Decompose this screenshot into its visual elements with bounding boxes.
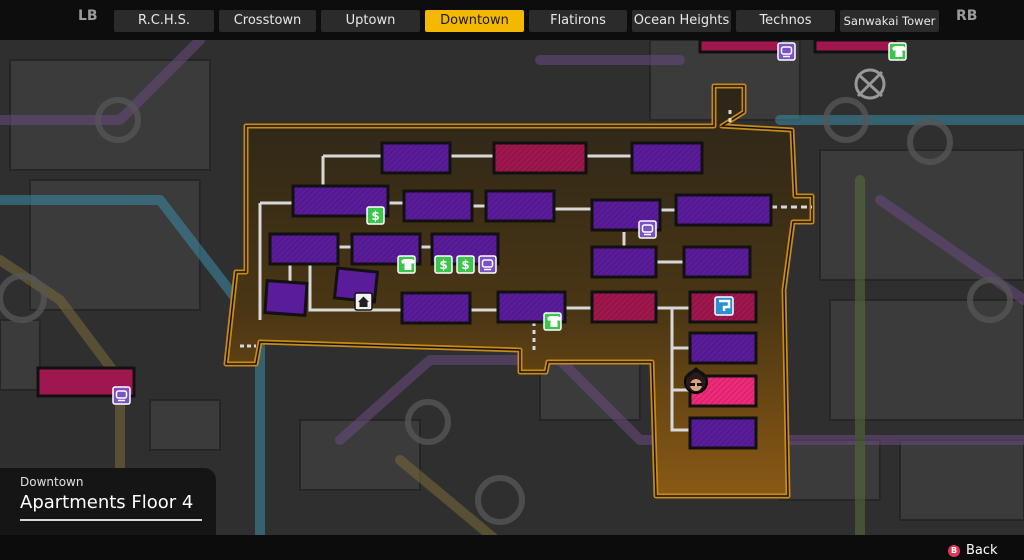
room-purple[interactable] [380,141,452,175]
room-purple[interactable] [674,193,773,227]
rb-shoulder-hint[interactable]: RB [956,8,978,24]
location-name: Apartments Floor 4 [20,492,194,513]
room-purple[interactable] [268,232,340,266]
room-purple[interactable] [402,189,474,223]
tab-downtown[interactable]: Downtown [425,10,524,32]
room-purple[interactable] [682,245,752,279]
svg-text:$: $ [439,258,447,272]
tab-flatirons[interactable]: Flatirons [529,10,627,32]
vending-icon[interactable] [777,42,796,61]
tab-ocean-heights[interactable]: Ocean Heights [632,10,731,32]
vending-icon[interactable] [638,220,657,239]
location-panel [0,468,216,535]
floor-outline-inner [225,85,813,497]
gang-emblem-icon [854,68,886,100]
vending-icon[interactable] [112,386,131,405]
room-purple[interactable] [484,189,556,223]
room-purple[interactable] [688,416,758,450]
bottom-hint-bar [0,535,1024,560]
room-purple[interactable] [400,291,472,325]
room-purple[interactable] [590,245,658,279]
svg-text:$: $ [461,258,469,272]
shirt-shop-icon[interactable] [543,312,562,331]
shirt-shop-icon[interactable] [888,42,907,61]
corridors [240,110,812,432]
tab-technos[interactable]: Technos [736,10,835,32]
save-icon[interactable] [714,296,734,316]
player-avatar-icon [684,367,708,394]
svg-text:$: $ [371,209,379,223]
location-area: Downtown [20,475,84,489]
room-magenta[interactable] [492,141,588,175]
b-button-icon: B [948,545,960,557]
tab-sanwakai-tower[interactable]: Sanwakai Tower [840,10,939,32]
dollar-shop-icon[interactable]: $ [456,255,475,274]
lb-shoulder-hint[interactable]: LB [78,8,98,24]
tab-uptown[interactable]: Uptown [321,10,420,32]
home-icon[interactable] [354,292,373,311]
tab-crosstown[interactable]: Crosstown [219,10,316,32]
room-purple[interactable] [630,141,704,175]
room-purple[interactable] [263,279,309,317]
room-purple[interactable] [688,331,758,365]
location-underline [20,519,202,521]
back-button[interactable]: Back [966,543,998,558]
tab-rchs[interactable]: R.C.H.S. [114,10,214,32]
dollar-shop-icon[interactable]: $ [434,255,453,274]
dollar-shop-icon[interactable]: $ [366,206,385,225]
vending-icon[interactable] [478,255,497,274]
shirt-shop-icon[interactable] [397,255,416,274]
transit-stations [0,97,1013,525]
room-magenta[interactable] [590,290,658,324]
